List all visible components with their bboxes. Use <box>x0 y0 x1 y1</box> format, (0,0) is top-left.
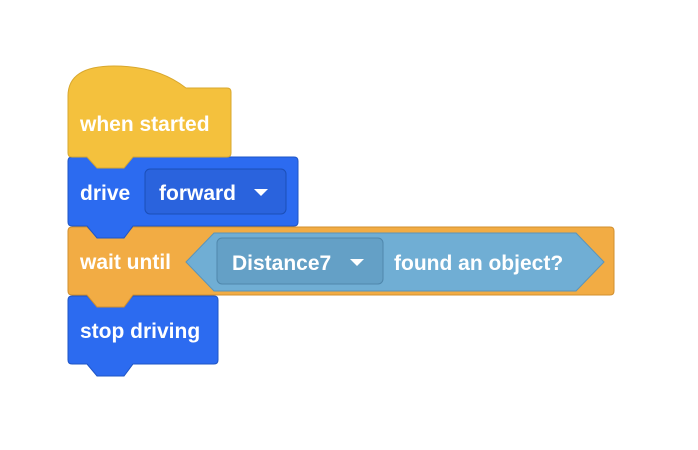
found-object-label: found an object? <box>394 252 563 275</box>
stop-driving-block[interactable]: stop driving <box>67 295 219 377</box>
caret-down-icon <box>254 189 268 196</box>
sensor-dropdown-bg <box>216 237 384 285</box>
sensor-dropdown-value: Distance7 <box>232 252 331 275</box>
drive-block[interactable]: drive forward <box>67 156 299 239</box>
when-started-label: when started <box>79 113 210 136</box>
when-started-block-body <box>67 65 232 169</box>
drive-label: drive <box>80 182 130 205</box>
when-started-block[interactable]: when started <box>67 65 232 169</box>
sensor-dropdown[interactable]: Distance7 <box>216 237 384 285</box>
direction-dropdown[interactable]: forward <box>144 168 287 215</box>
stop-driving-block-body <box>67 295 219 377</box>
stop-driving-label: stop driving <box>80 320 200 343</box>
direction-dropdown-value: forward <box>159 182 236 205</box>
caret-down-icon <box>350 259 364 266</box>
found-object-condition-block[interactable]: Distance7 found an object? <box>185 232 605 292</box>
wait-until-block[interactable]: wait until Distance7 found an object? <box>67 226 615 308</box>
direction-dropdown-bg <box>144 168 287 215</box>
wait-until-label: wait until <box>79 251 171 274</box>
